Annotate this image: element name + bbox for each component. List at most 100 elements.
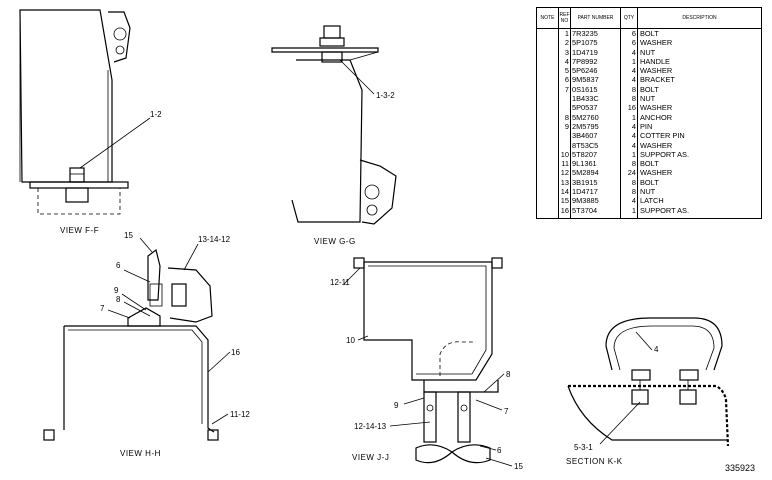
cell-desc: WASHER [640, 38, 673, 48]
cell-qty: 6 [620, 28, 638, 39]
cell-pn: 5P0537 [570, 103, 621, 113]
cell-pn: 1B433C [570, 94, 621, 104]
cell-ref: 5 [558, 66, 571, 76]
cell-qty: 8 [620, 187, 638, 197]
cell-desc: SUPPORT AS. [640, 205, 690, 215]
cell-desc: BRACKET [640, 75, 675, 85]
cell-desc: SUPPORT AS. [640, 149, 690, 159]
cell-ref [558, 94, 571, 104]
cell-note [536, 56, 559, 67]
cell-ref: 12 [558, 168, 571, 178]
cell-pn: 9M5837 [570, 75, 621, 85]
cell-ref: 9 [558, 121, 571, 132]
callout-hh-13-14-12: 13-14-12 [198, 235, 231, 244]
header-description: DESCRIPTION [637, 7, 762, 29]
cell-note [536, 28, 559, 39]
table-header-row: NOTE REF NO PART NUMBER QTY DESCRIPTION [536, 7, 762, 29]
view-ff: 1-2 VIEW F-F [19, 9, 162, 235]
cell-note [536, 38, 559, 48]
callout-hh-9: 9 [114, 286, 119, 295]
cell-pn: 7P8992 [570, 56, 621, 67]
cell-pn: 0S1615 [570, 84, 621, 95]
callout-gg-1-3-2: 1-3-2 [376, 91, 395, 100]
section-kk: 4 5-3-1 SECTION K-K [566, 317, 730, 466]
cell-pn: 5M2760 [570, 112, 621, 122]
cell-pn: 2M5795 [570, 121, 621, 132]
callout-hh-11-12: 11-12 [230, 410, 250, 419]
callout-ff-1-2: 1-2 [150, 110, 162, 119]
cell-desc: NUT [640, 94, 656, 104]
cell-qty: 1 [620, 205, 638, 219]
view-jj-label: VIEW J-J [352, 453, 389, 462]
cell-note [536, 112, 559, 122]
cell-desc: WASHER [640, 66, 673, 76]
cell-qty: 8 [620, 159, 638, 169]
cell-qty: 4 [620, 75, 638, 85]
cell-pn: 3B4607 [570, 131, 621, 141]
cell-desc: BOLT [640, 159, 659, 169]
cell-pn: 9L1361 [570, 159, 621, 169]
cell-desc: WASHER [640, 168, 673, 178]
cell-desc: ANCHOR [640, 112, 673, 122]
header-qty: QTY [620, 7, 638, 29]
cell-desc: BOLT [640, 177, 659, 187]
cell-note [536, 187, 559, 197]
cell-pn: 1D4719 [570, 47, 621, 57]
cell-qty: 8 [620, 94, 638, 104]
callout-kk-4: 4 [654, 345, 659, 354]
cell-pn: 1D4717 [570, 187, 621, 197]
view-jj: 12-11 10 8 9 7 12-14-13 6 15 VIEW J-J [330, 257, 523, 471]
cell-ref: 7 [558, 84, 571, 95]
view-gg: 1-3-2 VIEW G-G [271, 25, 397, 246]
cell-qty: 1 [620, 112, 638, 122]
callout-hh-7: 7 [100, 304, 105, 313]
cell-ref: 15 [558, 196, 571, 206]
cell-pn: 5P1075 [570, 38, 621, 48]
cell-note [536, 205, 559, 219]
cell-qty: 8 [620, 84, 638, 95]
cell-note [536, 84, 559, 95]
cell-desc: WASHER [640, 140, 673, 150]
callout-jj-10: 10 [346, 336, 355, 345]
cell-note [536, 196, 559, 206]
cell-note [536, 131, 559, 141]
drawing-number: 335923 [725, 463, 756, 473]
cell-desc: NUT [640, 47, 656, 57]
callout-jj-12-11: 12-11 [330, 278, 350, 287]
section-kk-label: SECTION K-K [566, 457, 623, 466]
cell-ref: 16 [558, 205, 571, 219]
cell-ref [558, 131, 571, 141]
cell-qty: 4 [620, 121, 638, 132]
cell-desc: NUT [640, 187, 656, 197]
cell-note [536, 47, 559, 57]
callout-jj-15: 15 [514, 462, 523, 471]
cell-ref: 3 [558, 47, 571, 57]
cell-note [536, 177, 559, 188]
cell-qty: 1 [620, 149, 638, 160]
callout-jj-8: 8 [506, 370, 511, 379]
callout-kk-5-3-1: 5-3-1 [574, 443, 593, 452]
callout-hh-16: 16 [231, 348, 240, 357]
header-note: NOTE [536, 7, 559, 29]
cell-pn: 5T3704 [570, 205, 621, 219]
cell-desc: BOLT [640, 84, 659, 94]
cell-pn: 3B1915 [570, 177, 621, 188]
cell-ref [558, 140, 571, 150]
cell-qty: 1 [620, 56, 638, 67]
cell-ref [558, 103, 571, 113]
parts-list-table: NOTE REF NO PART NUMBER QTY DESCRIPTION … [536, 7, 762, 219]
cell-desc: PIN [640, 121, 653, 131]
cell-pn: 5P6246 [570, 66, 621, 76]
view-hh: 15 13-14-12 6 9 8 7 16 11-12 VIEW H-H [43, 231, 250, 458]
cell-pn: 5T8207 [570, 149, 621, 160]
